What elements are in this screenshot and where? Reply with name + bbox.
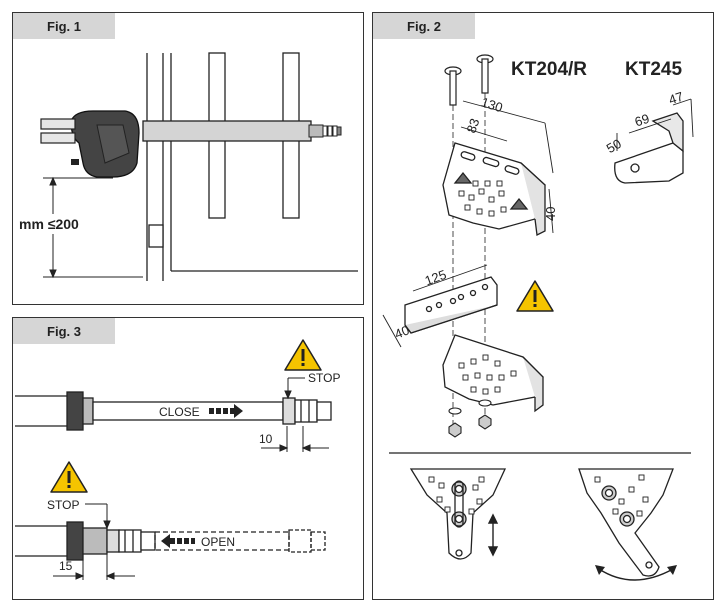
open-label: OPEN [201, 535, 235, 549]
stop-marker-top [284, 377, 305, 400]
model-a-label: KT204/R [511, 59, 587, 80]
warning-triangle-icon [284, 339, 322, 371]
open-actuator [15, 521, 326, 561]
stop-marker-bottom [85, 503, 111, 530]
dim-83-label: 83 [463, 116, 482, 135]
dim-40-plate-label: 40 [392, 322, 411, 341]
fig2-tab: Fig. 2 [373, 13, 475, 39]
plate-dimensions [382, 264, 488, 348]
dim-130-label: 130 [479, 94, 504, 115]
dim-69-label: 69 [633, 111, 651, 130]
stop-label-top: STOP [308, 371, 340, 385]
fig3-panel: Fig. 3 CLOSE [12, 317, 364, 600]
curved-double-arrow-icon [595, 565, 677, 581]
bracket-vertical-adjust [409, 468, 507, 560]
dim-47-label: 47 [667, 89, 685, 108]
dimension-open-label: 15 [59, 559, 73, 573]
dim-40-top-label: 40 [543, 207, 558, 221]
fig1-tab-label: Fig. 1 [47, 18, 81, 34]
fig3-tab-label: Fig. 3 [47, 323, 81, 339]
fig3-drawing: CLOSE STOP 10 [15, 339, 340, 580]
lower-bracket [442, 334, 544, 413]
fig1-drawing: mm ≤200 [15, 52, 358, 281]
top-bracket-dimensions [460, 100, 554, 234]
dimension-close-label: 10 [259, 432, 273, 446]
washers-and-nuts [448, 399, 492, 438]
fig2-tab-label: Fig. 2 [407, 18, 441, 34]
top-bracket-holes [458, 180, 507, 217]
lower-bracket-holes [458, 354, 517, 395]
fig2-drawing: KT204/R KT245 [382, 54, 694, 581]
dimension-close [261, 426, 329, 452]
fig2-panel: Fig. 2 KT204/R KT245 [372, 12, 714, 600]
dim-125-label: 125 [423, 267, 449, 289]
model-b-label: KT245 [625, 59, 682, 80]
gate-actuator [40, 110, 342, 178]
vertical-double-arrow-icon [487, 513, 499, 557]
fig1-tab: Fig. 1 [13, 13, 115, 39]
warning-triangle-icon [50, 461, 88, 493]
bolts [444, 54, 494, 106]
dim-50-label: 50 [604, 136, 624, 156]
mounting-plate [404, 276, 498, 334]
fig3-tab: Fig. 3 [13, 318, 115, 344]
kt245-dimensions [616, 98, 694, 151]
open-arrow-icon [161, 534, 195, 548]
close-arrow-icon [209, 404, 243, 418]
bracket-rotation-adjust [578, 468, 674, 577]
bracket-vertical-holes [428, 476, 485, 515]
fig1-panel: Fig. 1 [12, 12, 364, 305]
close-label: CLOSE [159, 405, 200, 419]
warning-triangle-icon [516, 280, 554, 312]
top-bracket [442, 142, 546, 236]
fig1-dimension-label: mm ≤200 [19, 216, 79, 232]
gate-frame [146, 52, 358, 281]
dimension-open [53, 554, 135, 580]
bracket-rotation-holes [594, 474, 649, 517]
stop-label-bottom: STOP [47, 498, 79, 512]
